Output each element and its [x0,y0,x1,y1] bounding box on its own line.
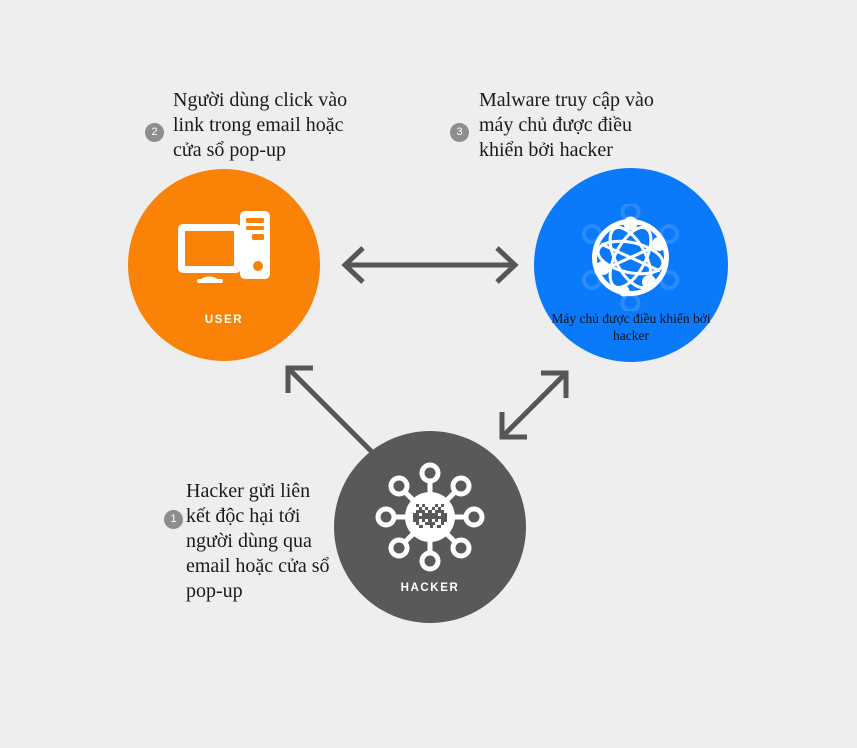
step-1: Hacker gửi liên kết độc hại tới người dù… [186,479,366,604]
arrow-hacker-server [499,370,569,440]
arrow-user-server [341,246,519,284]
globe-node-dots [596,216,666,297]
virus-face-pixels [413,504,447,528]
step-2: Người dùng click vào link trong email ho… [173,88,368,163]
arrow-hacker-user [285,365,374,454]
globe-network-icon [582,204,679,311]
step-3-text: Malware truy cập vào máy chủ được điều k… [479,89,654,161]
step-3: Malware truy cập vào máy chủ được điều k… [479,88,669,163]
step-2-text: Người dùng click vào link trong email ho… [173,89,348,161]
node-user-caption: USER [204,314,244,326]
node-hacker-caption: HACKER [400,582,460,594]
node-server-circle[interactable] [534,168,728,362]
node-server-caption: Máy chủ được điều khiển bởi hacker [551,311,711,343]
desktop-computer-icon [178,211,270,283]
malware-virus-icon [375,462,485,572]
step-1-text: Hacker gửi liên kết độc hại tới người dù… [186,480,330,602]
step-badge-2: 2 [145,123,164,142]
step-badge-3: 3 [450,123,469,142]
step-badge-1: 1 [164,510,183,529]
virus-spoke-rings [375,462,485,572]
